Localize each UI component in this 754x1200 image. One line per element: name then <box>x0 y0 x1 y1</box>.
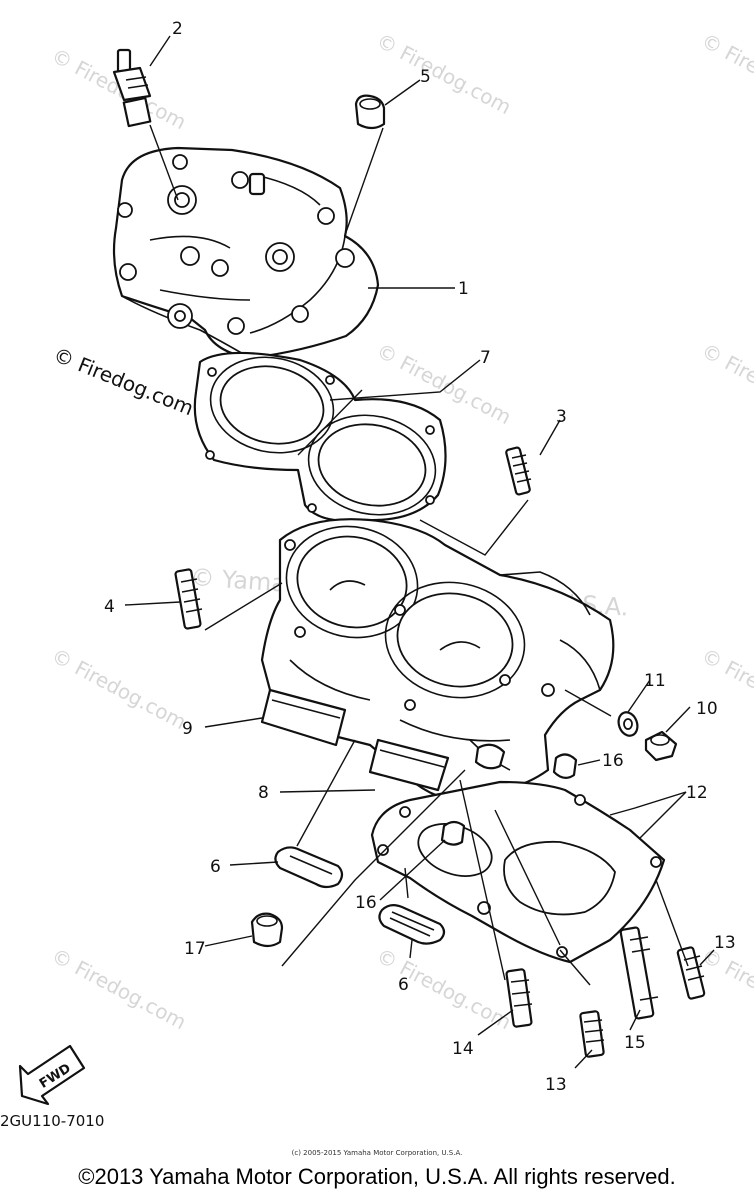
callout-3: 3 <box>556 407 567 427</box>
spark-plug <box>112 48 152 128</box>
callout-4: 4 <box>104 597 115 617</box>
reed-valve-left <box>260 688 347 747</box>
callout-11: 11 <box>644 671 666 691</box>
watermark: © Firedog.com <box>698 643 754 734</box>
watermark: © Firedog.com <box>373 943 516 1034</box>
callout-13b: 13 <box>545 1075 567 1095</box>
stud-bolt-13-right <box>676 946 706 1000</box>
callout-12: 12 <box>686 783 708 803</box>
watermark: © Firedog.com <box>698 28 754 119</box>
callout-8: 8 <box>258 783 269 803</box>
fwd-arrow-icon: FWD <box>18 1044 86 1106</box>
stud-bolt-left <box>174 568 203 630</box>
callout-16a: 16 <box>602 751 624 771</box>
nut <box>250 912 284 948</box>
callout-17: 17 <box>184 939 206 959</box>
callout-7: 7 <box>480 348 491 368</box>
stud-bolt-14 <box>505 968 533 1028</box>
callouts: 2 5 1 7 3 4 9 11 10 16 12 8 6 16 17 6 13… <box>104 19 736 1095</box>
small-copyright: (c) 2005-2015 Yamaha Motor Corporation, … <box>291 1149 463 1157</box>
watermark: © Firedog.com <box>698 338 754 429</box>
watermark: © Firedog.com <box>48 943 191 1034</box>
cylinder-head <box>112 146 380 360</box>
stud-bolt-13-bottom <box>579 1010 605 1058</box>
plate <box>378 903 446 945</box>
plate <box>274 846 344 889</box>
callout-15: 15 <box>624 1033 646 1053</box>
watermark: © Firedog.com <box>698 943 754 1034</box>
reed-valve-right <box>368 738 450 792</box>
callout-6b: 6 <box>398 975 409 995</box>
watermark: © Firedog.com <box>373 28 516 119</box>
washer <box>617 711 639 737</box>
head-gasket <box>193 351 447 523</box>
callout-5: 5 <box>420 67 431 87</box>
callout-9: 9 <box>182 719 193 739</box>
cap-nut <box>354 94 386 130</box>
copyright-notice: ©2013 Yamaha Motor Corporation, U.S.A. A… <box>78 1164 676 1189</box>
callout-6a: 6 <box>210 857 221 877</box>
leader-lines <box>124 35 715 1069</box>
dowel-pin <box>440 820 466 846</box>
dowel-pin <box>474 743 506 770</box>
stud-bolt-right <box>505 446 532 496</box>
callout-16b: 16 <box>355 893 377 913</box>
diagram-code: 2GU110-7010 <box>0 1112 104 1130</box>
callout-13a: 13 <box>714 933 736 953</box>
callout-10: 10 <box>696 699 718 719</box>
dowel-pin <box>552 753 578 779</box>
watermark-dark: © Firedog.com <box>50 342 197 420</box>
callout-2: 2 <box>172 19 183 39</box>
callout-14: 14 <box>452 1039 474 1059</box>
callout-1: 1 <box>458 279 469 299</box>
watermark: © Firedog.com <box>48 643 191 734</box>
stud-bolt-15 <box>619 926 659 1020</box>
drain-bolt <box>644 730 678 762</box>
